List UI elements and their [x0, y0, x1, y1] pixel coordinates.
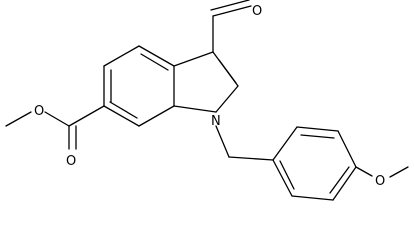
methoxy-group	[355, 166, 409, 178]
indole-benzene-ring	[103, 45, 175, 127]
methyl-ester-group	[5, 105, 105, 150]
methoxy-oxygen-label: O	[375, 174, 385, 189]
aldehyde-oxygen-label: O	[252, 4, 262, 19]
aldehyde-group	[210, 0, 252, 53]
ester-ether-oxygen-label: O	[34, 104, 44, 119]
benzyl-linker	[215, 125, 274, 161]
ester-carbonyl-oxygen-label: O	[66, 154, 76, 169]
methoxyphenyl-ring	[272, 126, 357, 201]
indole-pyrrole-ring	[173, 51, 239, 113]
molecule-structure-drawing: O O O N O	[5, 0, 409, 201]
indole-nitrogen-label: N	[211, 114, 221, 129]
